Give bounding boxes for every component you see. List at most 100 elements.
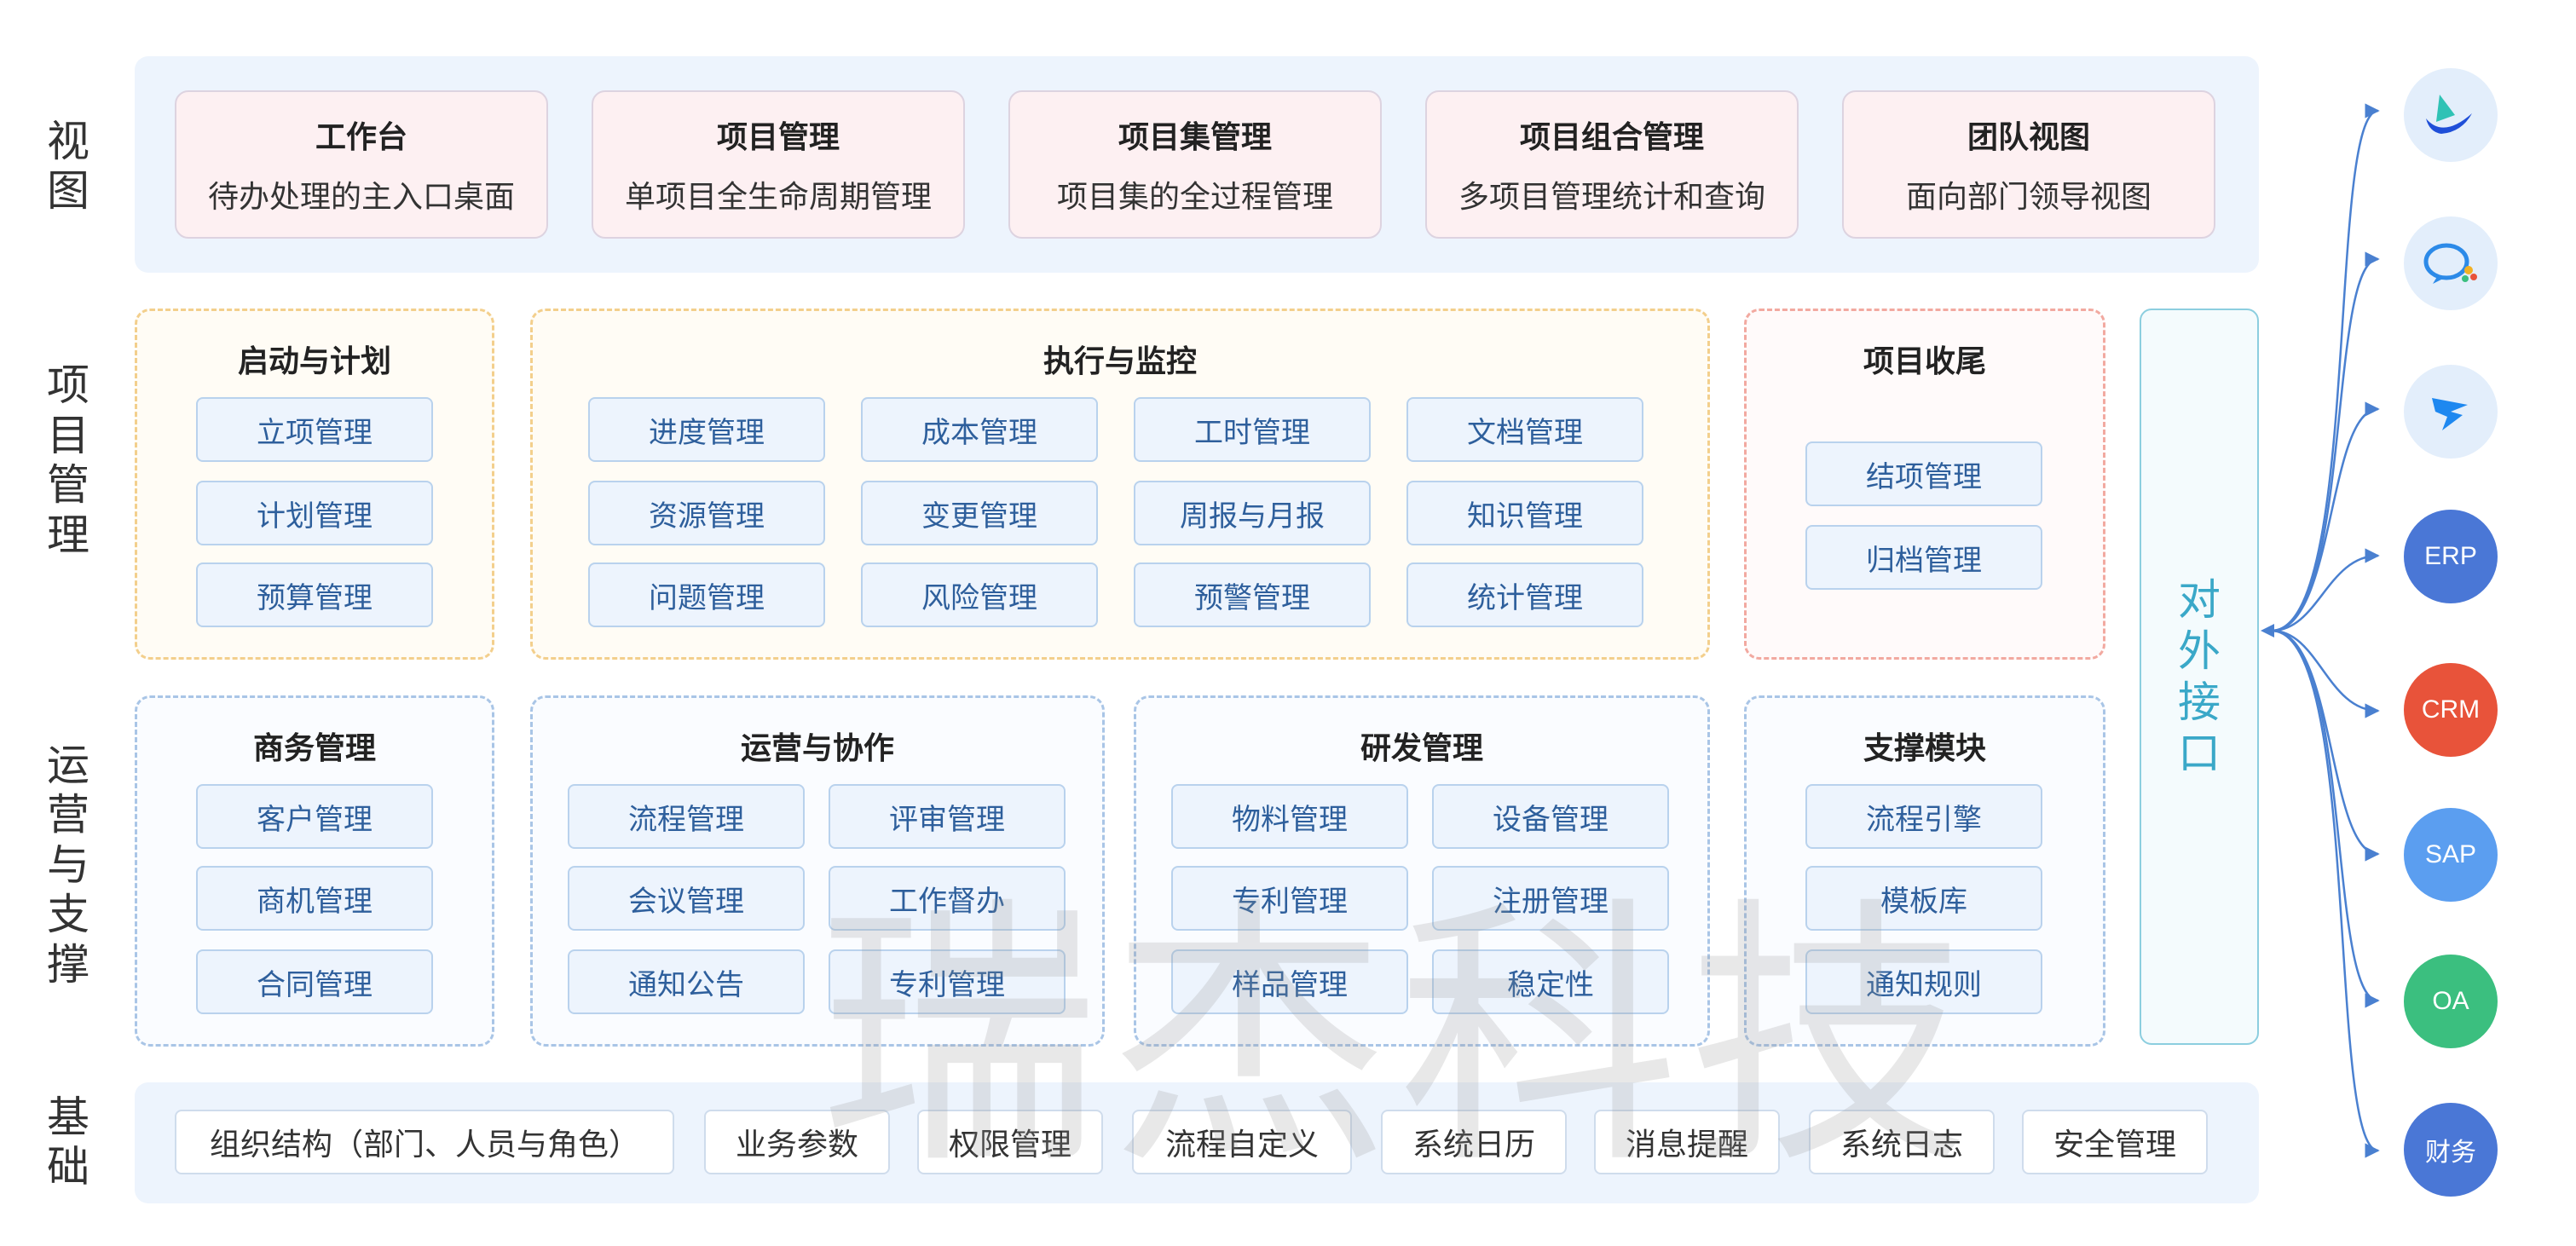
base-item[interactable]: 业务参数 xyxy=(704,1110,890,1174)
module-item[interactable]: 成本管理 xyxy=(861,397,1098,462)
view-title: 项目管理 xyxy=(716,120,840,155)
app-1-icon-glyph xyxy=(2426,95,2472,134)
group-title: 运营与协作 xyxy=(740,731,894,766)
module-item[interactable]: 归档管理 xyxy=(1805,525,2042,590)
row-label-char: 与 xyxy=(47,839,90,890)
row-label-char: 支 xyxy=(47,890,90,940)
module-item[interactable]: 结项管理 xyxy=(1805,441,2042,506)
connector-origin-arrow xyxy=(2261,624,2274,637)
module-item[interactable]: 问题管理 xyxy=(588,562,825,627)
group-title: 商务管理 xyxy=(252,731,376,766)
oa-badge[interactable]: OA xyxy=(2404,955,2498,1048)
base-item[interactable]: 系统日历 xyxy=(1381,1110,1567,1174)
module-item[interactable]: 专利管理 xyxy=(829,949,1066,1014)
sap-label: SAP xyxy=(2424,840,2477,868)
group-title: 启动与计划 xyxy=(237,344,391,379)
module-item[interactable]: 样品管理 xyxy=(1171,949,1408,1014)
app-3-icon-glyph xyxy=(2432,398,2468,430)
view-desc: 单项目全生命周期管理 xyxy=(624,180,932,215)
module-item[interactable]: 统计管理 xyxy=(1406,562,1643,627)
view-title: 工作台 xyxy=(315,120,407,155)
erp-label: ERP xyxy=(2424,542,2477,570)
base-item[interactable]: 权限管理 xyxy=(917,1110,1103,1174)
base-item[interactable]: 流程自定义 xyxy=(1132,1110,1352,1174)
view-card-project[interactable]: 项目管理 单项目全生命周期管理 xyxy=(592,90,965,239)
row-label-char: 础 xyxy=(47,1142,90,1191)
module-item[interactable]: 文档管理 xyxy=(1406,397,1643,462)
sap-badge[interactable]: SAP xyxy=(2404,808,2498,902)
base-item[interactable]: 组织结构（部门、人员与角色） xyxy=(175,1110,674,1174)
erp-badge[interactable]: ERP xyxy=(2404,510,2498,603)
module-item[interactable]: 工作督办 xyxy=(829,866,1066,931)
row-label-char: 视 xyxy=(47,116,90,166)
connector-crm xyxy=(2271,629,2380,718)
row-label-char: 营 xyxy=(47,790,90,840)
module-item[interactable]: 计划管理 xyxy=(196,481,433,545)
interface-char: 口 xyxy=(2178,729,2221,778)
module-item[interactable]: 稳定性 xyxy=(1432,949,1669,1014)
group-title: 执行与监控 xyxy=(1043,344,1197,379)
module-item[interactable]: 注册管理 xyxy=(1432,866,1669,931)
view-title: 团队视图 xyxy=(1967,120,2090,155)
view-desc: 多项目管理统计和查询 xyxy=(1458,180,1765,215)
interface-char: 接 xyxy=(2178,678,2221,727)
module-item[interactable]: 专利管理 xyxy=(1171,866,1408,931)
connector-oa xyxy=(2271,629,2380,1008)
module-item[interactable]: 评审管理 xyxy=(829,784,1066,849)
group-title: 支撑模块 xyxy=(1863,731,1986,766)
crm-label: CRM xyxy=(2421,695,2481,724)
module-item[interactable]: 会议管理 xyxy=(568,866,805,931)
module-item[interactable]: 进度管理 xyxy=(588,397,825,462)
view-card-workbench[interactable]: 工作台 待办处理的主入口桌面 xyxy=(175,90,548,239)
module-item[interactable]: 物料管理 xyxy=(1171,784,1408,849)
external-interface[interactable]: 对 外 接 口 xyxy=(2140,309,2259,1045)
base-item[interactable]: 系统日志 xyxy=(1809,1110,1995,1174)
row-label-project: 项 目 管 理 xyxy=(34,328,102,592)
module-item[interactable]: 风险管理 xyxy=(861,562,1098,627)
row-label-base: 基 础 xyxy=(34,1082,102,1202)
app-3-icon[interactable] xyxy=(2404,365,2498,459)
module-item[interactable]: 模板库 xyxy=(1805,866,2042,931)
view-desc: 待办处理的主入口桌面 xyxy=(207,180,515,215)
module-item[interactable]: 通知规则 xyxy=(1805,949,2042,1014)
app-1-icon[interactable] xyxy=(2404,68,2498,162)
group-title: 研发管理 xyxy=(1360,731,1483,766)
view-card-team[interactable]: 团队视图 面向部门领导视图 xyxy=(1842,90,2215,239)
module-item[interactable]: 立项管理 xyxy=(196,397,433,462)
module-item[interactable]: 商机管理 xyxy=(196,866,433,931)
connector-app-1 xyxy=(2271,103,2380,632)
finance-label: 财务 xyxy=(2425,1139,2476,1167)
view-desc: 面向部门领导视图 xyxy=(1905,180,2151,215)
base-item[interactable]: 安全管理 xyxy=(2022,1110,2208,1174)
module-item[interactable]: 预算管理 xyxy=(196,562,433,627)
view-title: 项目组合管理 xyxy=(1519,120,1704,155)
row-label-char: 目 xyxy=(47,410,90,460)
module-item[interactable]: 流程引擎 xyxy=(1805,784,2042,849)
module-item[interactable]: 知识管理 xyxy=(1406,481,1643,545)
interface-char: 外 xyxy=(2178,626,2221,676)
oa-label: OA xyxy=(2432,987,2469,1015)
module-item[interactable]: 周报与月报 xyxy=(1134,481,1371,545)
finance-badge[interactable]: 财务 xyxy=(2404,1103,2498,1197)
base-item[interactable]: 消息提醒 xyxy=(1594,1110,1780,1174)
module-item[interactable]: 工时管理 xyxy=(1134,397,1371,462)
module-item[interactable]: 变更管理 xyxy=(861,481,1098,545)
module-item[interactable]: 通知公告 xyxy=(568,949,805,1014)
row-label-char: 撑 xyxy=(47,939,90,989)
module-item[interactable]: 合同管理 xyxy=(196,949,433,1014)
module-item[interactable]: 客户管理 xyxy=(196,784,433,849)
crm-badge[interactable]: CRM xyxy=(2404,663,2498,757)
module-item[interactable]: 资源管理 xyxy=(588,481,825,545)
view-desc: 项目集的全过程管理 xyxy=(1056,180,1333,215)
module-item[interactable]: 设备管理 xyxy=(1432,784,1669,849)
view-card-program[interactable]: 项目集管理 项目集的全过程管理 xyxy=(1008,90,1382,239)
row-label-char: 运 xyxy=(47,740,90,790)
view-card-portfolio[interactable]: 项目组合管理 多项目管理统计和查询 xyxy=(1425,90,1799,239)
module-item[interactable]: 预警管理 xyxy=(1134,562,1371,627)
app-2-icon[interactable] xyxy=(2404,216,2498,310)
connector-app-2 xyxy=(2271,251,2380,632)
module-item[interactable]: 流程管理 xyxy=(568,784,805,849)
row-label-char: 管 xyxy=(47,460,90,510)
interface-char: 对 xyxy=(2178,575,2221,625)
connector-erp xyxy=(2271,548,2380,632)
